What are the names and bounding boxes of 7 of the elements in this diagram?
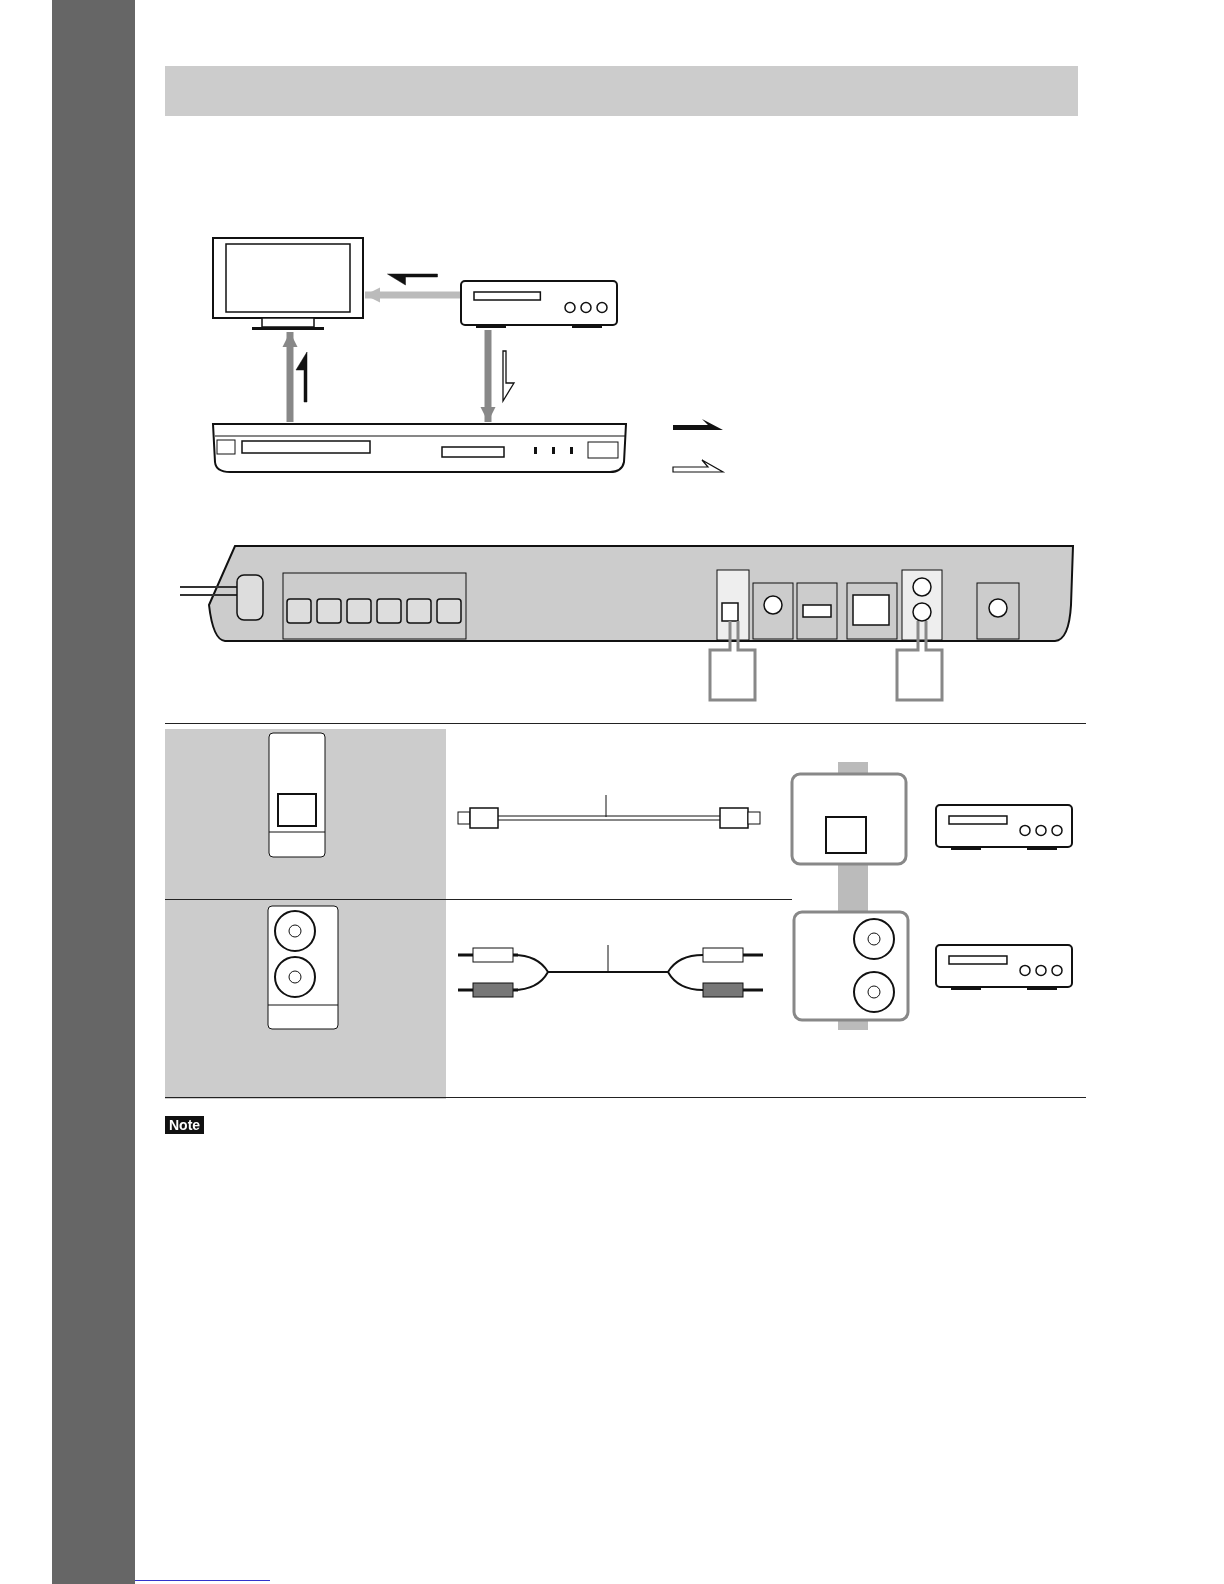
home-theater-system-drawing [212, 422, 628, 474]
side-tab [52, 0, 135, 1584]
cable-with-signal-arrow [365, 273, 460, 303]
note-heading: Note [165, 1116, 205, 1134]
heading-band [165, 66, 1078, 116]
tv-drawing [212, 237, 365, 332]
set-top-box-drawing [460, 280, 618, 330]
